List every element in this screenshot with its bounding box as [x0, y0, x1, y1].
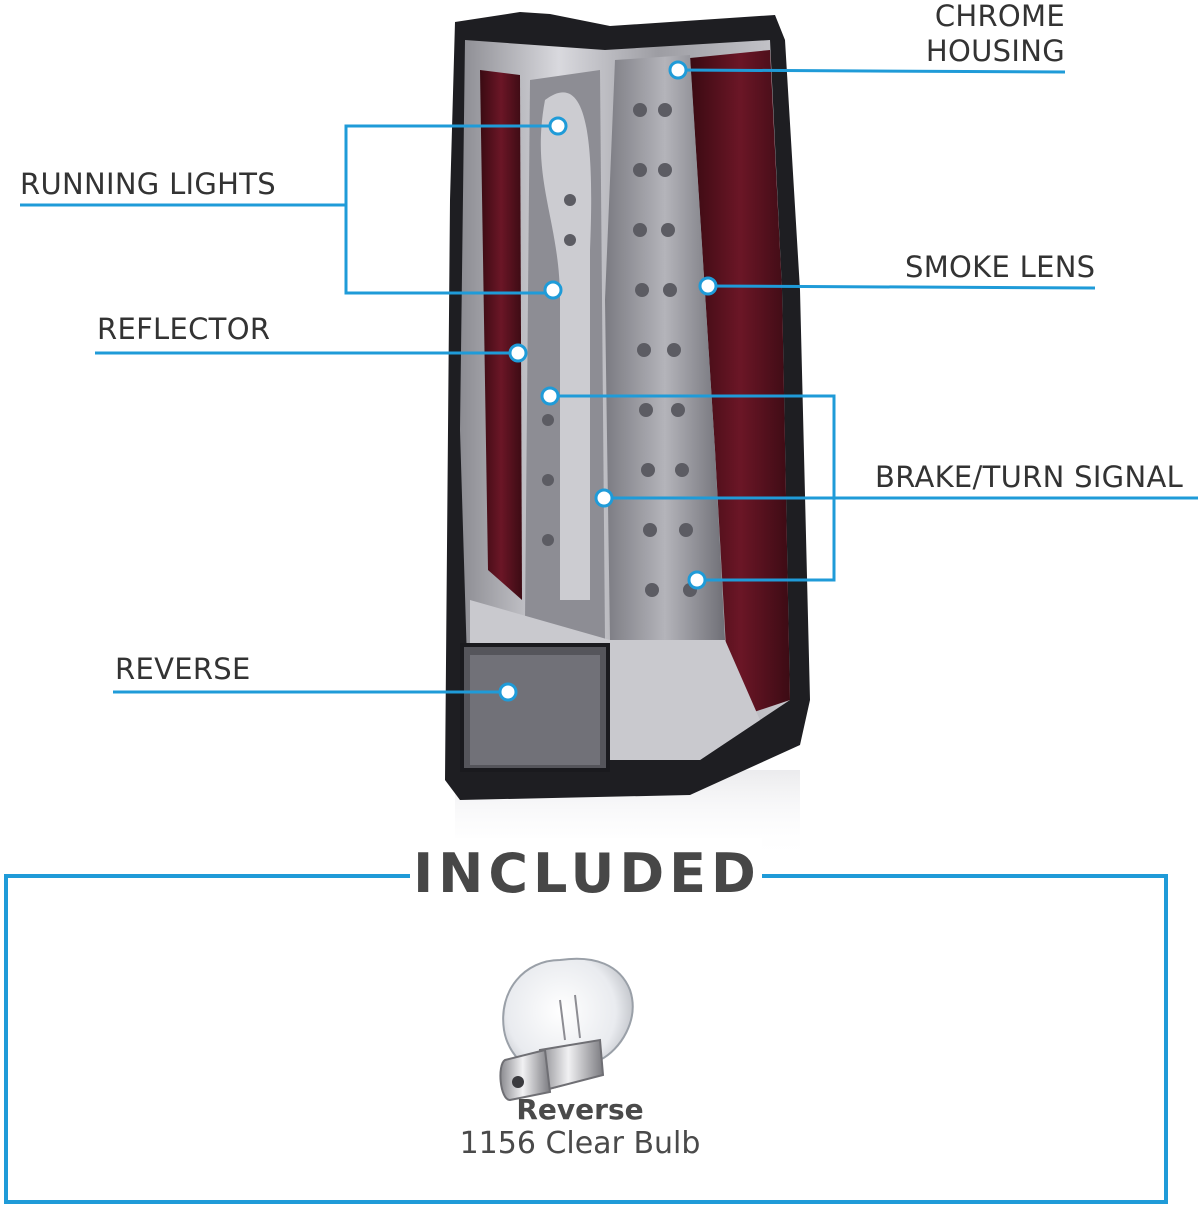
- chrome-housing-line: [677, 68, 1066, 74]
- chrome-housing-dot: [668, 60, 688, 80]
- smoke-lens-left: [480, 70, 522, 600]
- running-lights-label: RUNNING LIGHTS: [20, 167, 277, 201]
- running-lights-dot-top: [548, 116, 568, 136]
- included-title: INCLUDED: [412, 838, 762, 910]
- smoke-lens-dot: [698, 276, 718, 296]
- bulb-description: 1156 Clear Bulb: [459, 1126, 701, 1161]
- brake-turn-dot-3: [687, 570, 707, 590]
- tail-light-image: [445, 12, 810, 800]
- brake-turn-bracket: [550, 394, 836, 582]
- bulb-icon: [499, 957, 634, 1102]
- chrome-housing-label: CHROME HOUSING: [925, 2, 1065, 66]
- led-strip-main: [605, 55, 725, 640]
- bulb-name: Reverse: [516, 1093, 644, 1126]
- included-box: [4, 874, 1168, 1204]
- reflector-dot: [508, 343, 528, 363]
- running-lights-bracket: [344, 124, 558, 295]
- smoke-lens-label: SMOKE LENS: [905, 250, 1096, 284]
- callout-lines: [20, 68, 1198, 694]
- callout-dots: [498, 60, 718, 702]
- smoke-lens-line: [707, 284, 1096, 290]
- brake-turn-dot-2: [594, 488, 614, 508]
- chrome-housing-label-line1: CHROME: [934, 0, 1065, 33]
- chrome-housing-label-line2: HOUSING: [925, 34, 1065, 68]
- running-lights-dot-bottom: [543, 280, 563, 300]
- running-light-tube: [540, 92, 592, 600]
- brake-turn-dot-1: [540, 386, 560, 406]
- brake-turn-signal-label: BRAKE/TURN SIGNAL: [875, 460, 1184, 494]
- reverse-label: REVERSE: [115, 652, 251, 686]
- led-dots: [542, 103, 697, 597]
- smoke-lens-right: [690, 50, 790, 720]
- reverse-dot: [498, 682, 518, 702]
- reflector-label: REFLECTOR: [97, 312, 271, 346]
